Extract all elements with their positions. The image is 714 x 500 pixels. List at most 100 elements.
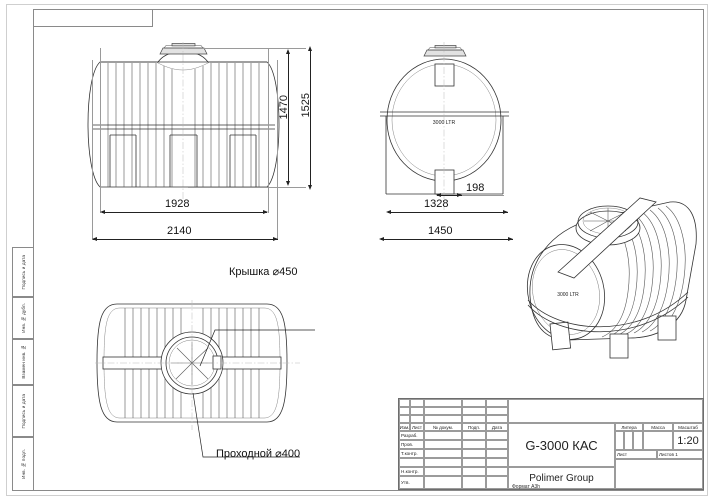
tb-rev-row-1-c2 [410,399,424,407]
margin-cell-inv-dubl: Инв. № дубл. [12,297,33,339]
side-dim-1450-line [381,239,513,240]
margin-cell-label: Подпись и дата [20,393,26,429]
tb-rev-row-2-c3 [424,407,462,415]
tb-role-razrab: Разраб. [399,431,424,440]
tb-role-razrab-date [486,431,508,440]
tb-role-blank-date [486,458,508,467]
tb-company: Polimer Group [508,467,615,489]
tb-top-right-blank [508,399,703,423]
tb-role-razrab-sign [462,431,486,440]
tb-header-izm: Изм. [399,423,410,431]
margin-cell-label: Инв. № дубл. [20,303,26,333]
tb-role-tkontr-sign [462,449,486,458]
tb-list-label: Лист [615,450,657,459]
front-ext-right-1928 [268,48,269,213]
tb-role-prov: Пров. [399,440,424,449]
top-left-stamp-box [33,9,153,27]
tb-role-nkontr-date [486,467,508,476]
front-dim-2140-label: 2140 [167,225,192,237]
callout-prohodnoy-400: Проходной ⌀400 [216,448,301,460]
side-dim-198-ext [462,195,504,196]
tb-role-razrab-name [424,431,462,440]
tb-massa-value [643,431,673,450]
tb-drawing-title: G-3000 КАС [508,423,615,467]
margin-cell-podpis-data-2: Подпись и дата [12,385,33,437]
front-ext-top [188,48,306,49]
top-view-leaders [192,329,315,458]
callout-kryshka-450: Крышка ⌀450 [229,266,298,278]
tb-massa-label: Масса [643,423,673,431]
tb-masshtab-label: Масштаб [673,423,703,431]
side-dim-198-label: 198 [466,182,485,194]
svg-text:3000 LTR: 3000 LTR [557,292,579,298]
tb-rev-row-3-c1 [399,415,410,423]
front-dim-1928-label: 1928 [165,198,190,210]
front-ext-left-2140 [92,60,93,240]
side-dim-1328-label: 1328 [424,198,449,210]
tb-rev-row-3-c3 [424,415,462,423]
title-block: Изм. Лист № докум. Подп. Дата Разраб. Пр… [398,398,704,490]
tb-rev-row-3-c2 [410,415,424,423]
tb-rev-row-1-c5 [486,399,508,407]
tb-rev-row-2-c1 [399,407,410,415]
tb-role-prov-sign [462,440,486,449]
front-dim-2140-line [93,239,278,240]
margin-cell-label: Взамен инв. № [20,345,26,379]
front-dim-1928-line [102,212,267,213]
tb-header-list: Лист [410,423,424,431]
side-dim-1450-label: 1450 [428,225,453,237]
tb-litera-cell-3 [633,431,643,450]
tb-role-blank [399,458,424,467]
margin-cell-label: Подпись и дата [20,254,26,290]
side-view-graphic: 3000 LTR [380,42,509,210]
tb-role-tkontr-date [486,449,508,458]
tb-rev-row-1-c1 [399,399,410,407]
tb-rev-row-3-c5 [486,415,508,423]
tb-header-podp: Подп. [462,423,486,431]
front-ext-bottom [188,187,306,188]
tb-header-data: Дата [486,423,508,431]
svg-text:3000 LTR: 3000 LTR [433,120,456,126]
front-dim-1525-label: 1525 [300,93,312,118]
tb-role-blank-name [424,458,462,467]
tb-role-nkontr-sign [462,467,486,476]
front-ext-right-2140 [277,60,278,240]
tb-bottom-right-blank [615,459,703,489]
margin-cell-inv-podl: Инв. № подл. [12,437,33,491]
front-ext-left-1928 [100,48,101,213]
tb-litera-cell-1 [615,431,624,450]
tb-role-nkontr: Н.контр. [399,467,424,476]
tb-rev-row-2-c2 [410,407,424,415]
tb-rev-row-3-c4 [462,415,486,423]
tb-litera-cell-2 [624,431,633,450]
tb-masshtab-value: 1:20 [673,431,703,450]
side-dim-1328-line [388,212,508,213]
tb-listov-label: Листов 1 [657,450,703,459]
front-view-graphic [87,42,280,200]
tb-header-nomer-dokum: № докум. [424,423,462,431]
sheet-border-inner [33,9,704,491]
tb-role-utv-name [424,476,462,489]
margin-cell-vzamen-inv: Взамен инв. № [12,339,33,385]
tb-role-utv: Утв. [399,476,424,489]
tb-role-prov-name [424,440,462,449]
margin-cell-label: Инв. № подл. [20,449,26,479]
tb-rev-row-1-c3 [424,399,462,407]
tb-role-utv-date [486,476,508,489]
tb-role-nkontr-name [424,467,462,476]
tb-role-tkontr: Т.контр. [399,449,424,458]
tb-role-blank-sign [462,458,486,467]
sheet-format-label: Формат А3h [512,484,541,490]
isometric-view-graphic: 3000 LTR [526,197,697,359]
front-dim-1470-label: 1470 [278,95,290,120]
tb-litera-label: Литера [615,423,643,431]
side-dim-198-line [437,195,462,196]
tb-role-utv-sign [462,476,486,489]
tb-role-tkontr-name [424,449,462,458]
front-dim-1470-line [288,52,289,183]
tb-rev-row-1-c4 [462,399,486,407]
sheet-border-outer [6,4,708,496]
tb-role-prov-date [486,440,508,449]
margin-cell-podpis-data-1: Подпись и дата [12,247,33,297]
front-dim-1525-line [310,49,311,187]
